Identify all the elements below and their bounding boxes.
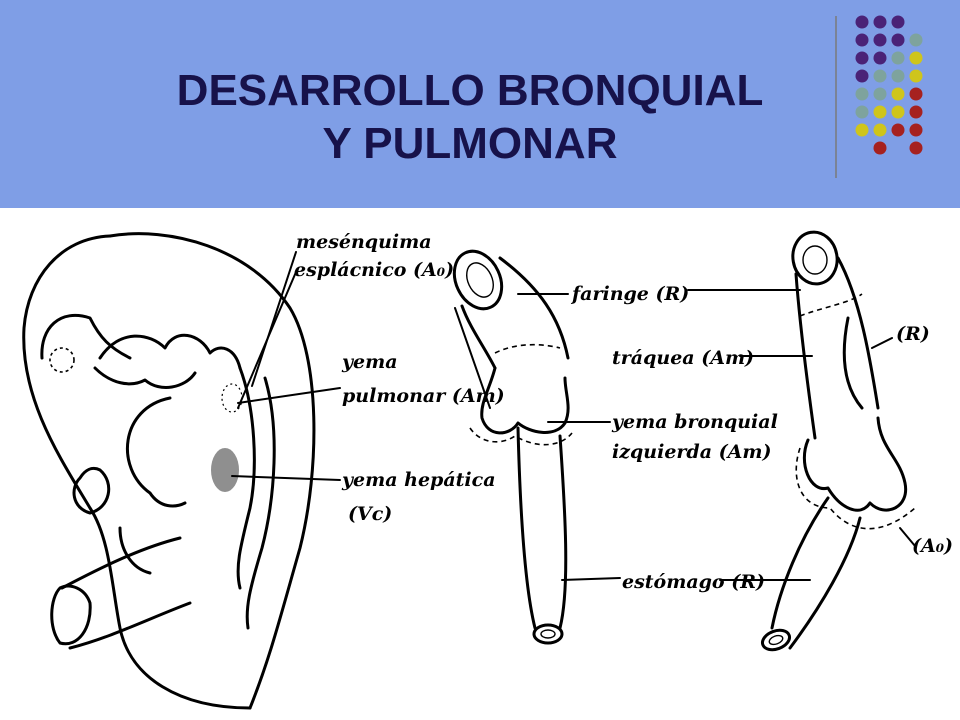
decorative-dot [909,51,923,65]
label-mesenquima-2: esplácnico (A₀) [294,259,454,281]
decorative-dot [891,33,905,47]
label-a0-right: (A₀) [912,535,953,557]
title-line-2: Y PULMONAR [322,119,618,168]
slide-title: DESARROLLO BRONQUIAL Y PULMONAR [100,64,840,170]
decorative-dot [873,69,887,83]
embryo-diagram: mesénquima esplácnico (A₀) faringe (R) y… [22,230,953,710]
decorative-dot [891,105,905,119]
decorative-dot-grid [835,15,923,178]
decorative-dot [909,87,923,101]
decorative-dot [855,69,869,83]
decorative-dot [873,105,887,119]
title-line-1: DESARROLLO BRONQUIAL [176,66,764,115]
label-yema-pulmonar-2: pulmonar (Am) [342,385,505,407]
decorative-dot [855,15,869,29]
embryo-figure [22,232,316,710]
decorative-dot [891,51,905,65]
decorative-dot [891,15,905,29]
decorative-dot [855,87,869,101]
decorative-dot [855,51,869,65]
decorative-dot [909,69,923,83]
lung-trachea-right-figure [760,230,916,652]
decorative-dot [873,123,887,137]
eye-circle [49,347,75,373]
foregut-middle-figure [452,249,573,645]
label-yema-bronquial-2: izquierda (Am) [612,441,771,463]
slide-header: DESARROLLO BRONQUIAL Y PULMONAR [0,0,960,208]
decorative-dot [873,87,887,101]
decorative-dot [873,33,887,47]
label-mesenquima-1: mesénquima [296,231,432,253]
decorative-dot [873,51,887,65]
decorative-dot [909,123,923,137]
decorative-dot [873,15,887,29]
label-estomago: estómago (R) [622,571,765,593]
decorative-dot [909,105,923,119]
label-r-right: (R) [896,323,930,345]
decorative-dot [891,87,905,101]
decorative-dot [891,123,905,137]
label-yema-bronquial-1: yema bronquial [611,411,778,433]
label-traquea: tráquea (Am) [612,347,754,369]
decorative-dot [891,69,905,83]
label-faringe: faringe (R) [570,283,689,305]
decorative-dot [855,123,869,137]
decorative-dot [909,33,923,47]
decorative-dot [855,105,869,119]
label-yema-hepatica-1: yema hepática [341,469,496,491]
decorative-dot [855,33,869,47]
decorative-dot [873,141,887,155]
decorative-dot [909,141,923,155]
label-yema-hepatica-2: (Vc) [348,503,392,525]
hepatic-bud-shading [211,448,239,492]
label-yema-pulmonar-1: yema [341,351,398,373]
